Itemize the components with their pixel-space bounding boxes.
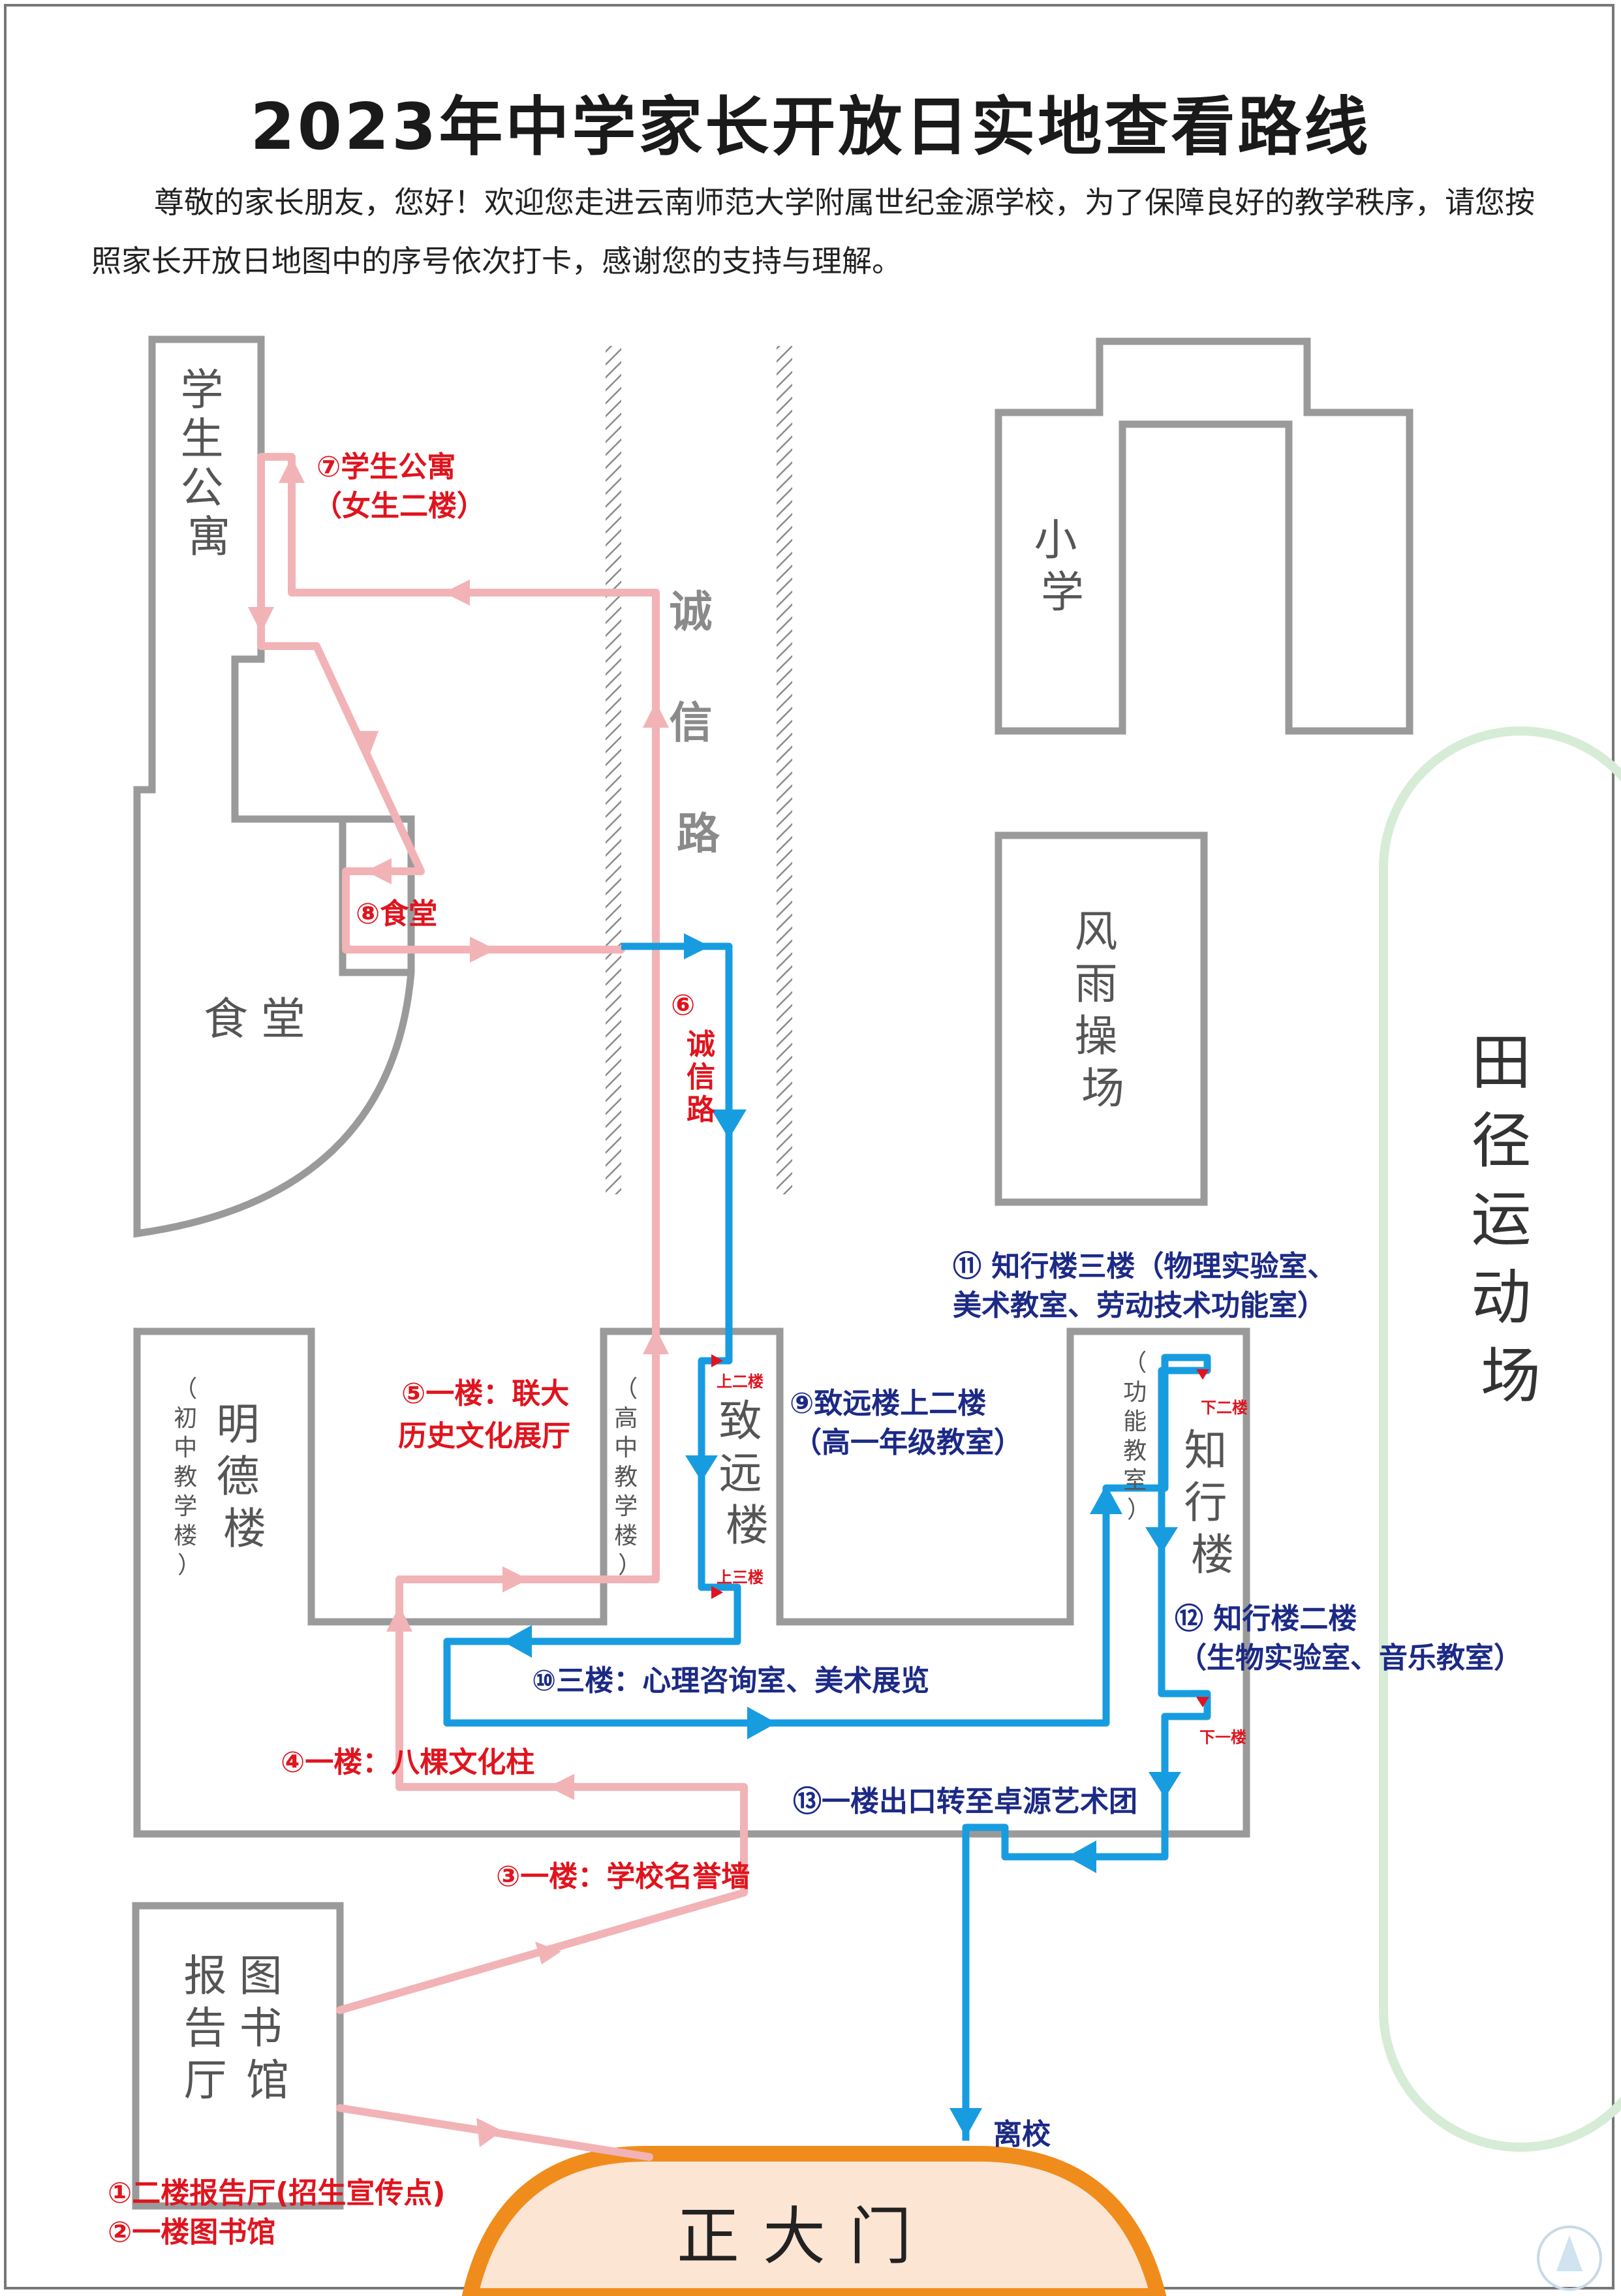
- stop-5-label-line2: 历史文化展厅: [398, 1419, 570, 1453]
- blue-arrow: [1149, 1772, 1181, 1798]
- stop-9-label-line2: （高一年级教室）: [793, 1426, 1023, 1459]
- floor-mark-down1: 下一楼: [1199, 1728, 1246, 1746]
- shelter-gym-building: [995, 831, 1208, 1206]
- pink-arrow: [502, 1566, 529, 1592]
- pink-arrow: [444, 580, 470, 606]
- pink-arrow: [643, 702, 669, 728]
- stop-12-label-line2: （生物实验室、音乐教室）: [1178, 1641, 1522, 1675]
- pink-arrow: [470, 937, 496, 963]
- floor-marker-icon: [711, 1586, 723, 1599]
- sports-field: [1379, 726, 1621, 2152]
- pink-arrow: [352, 731, 378, 757]
- pink-arrow: [365, 858, 392, 884]
- stop-6-label-number: ⑥: [671, 989, 695, 1022]
- dorm-label: 学 生 公 寓: [181, 365, 238, 562]
- stop-11-label-line1: ⑪ 知行楼三楼（物理实验室、: [953, 1250, 1336, 1283]
- road-wall-left: [606, 346, 621, 1194]
- floor-mark-down2: 下二楼: [1201, 1399, 1248, 1417]
- floor-marker-icon: [711, 1354, 723, 1367]
- floor-mark-up3: 上三楼: [717, 1568, 764, 1587]
- zhiyuan-sub-label: （ 高 中 教 学 楼 ）: [614, 1376, 645, 1579]
- mingde-sub-label: （ 初 中 教 学 楼 ）: [174, 1376, 204, 1579]
- sports-field-label: 田 径 运 动 场: [1471, 1028, 1550, 1411]
- zhixing-sub-label: （ 功 能 教 室 ）: [1123, 1350, 1154, 1523]
- canteen-label: 食堂: [204, 994, 318, 1046]
- stop-7-label-line1: ⑦学生公寓: [316, 450, 455, 484]
- library-label: 报 告 厅 图 书 馆: [184, 1951, 296, 2105]
- primary-school-building: [995, 337, 1413, 735]
- floor-marker-icon: [1196, 1369, 1209, 1380]
- pink-arrow: [548, 1774, 574, 1800]
- blue-arrow: [949, 2108, 982, 2137]
- floor-marker-icon: [1196, 1697, 1209, 1707]
- stop-8-label: ⑧食堂: [356, 897, 437, 931]
- page-title: 2023年中学家长开放日实地查看路线: [250, 90, 1371, 164]
- zhiyuan-label: 致 远 楼: [719, 1396, 776, 1551]
- stop-3-label: ③一楼：学校名誉墙: [496, 1860, 750, 1893]
- road-wall-right: [777, 346, 792, 1194]
- pink-route-road-to-dorm: [257, 453, 660, 954]
- stop-13-label: ⑬一楼出口转至卓源艺术团: [793, 1785, 1137, 1818]
- stop-4-label: ④一楼：八棵文化柱: [281, 1746, 534, 1779]
- pink-route-library-to-wall: [336, 1783, 748, 2014]
- blue-route-main: [443, 942, 1211, 2141]
- pink-arrow: [535, 1942, 561, 1964]
- stop-10-label: ⑩三楼：心理咨询室、美术展览: [532, 1664, 929, 1698]
- road-label: 诚 信 路: [670, 586, 728, 859]
- pink-arrow: [643, 1328, 669, 1354]
- pink-arrow: [279, 457, 305, 483]
- blue-arrow: [1090, 1485, 1122, 1514]
- zhixing-label: 知 行 楼: [1184, 1425, 1241, 1580]
- blue-arrow: [1067, 1840, 1096, 1873]
- school-seal-icon: [1537, 2226, 1602, 2291]
- gate-label: 正大门: [677, 2200, 935, 2273]
- blue-arrow: [711, 1109, 747, 1139]
- stop-12-label-line1: ⑫ 知行楼二楼: [1175, 1602, 1357, 1636]
- stop-9-label-line1: ⑨致远楼上二楼: [790, 1387, 986, 1420]
- shelter-gym-label: 风 雨 操 场: [1075, 907, 1132, 1113]
- main-gate: [461, 2146, 1167, 2296]
- stop-7-label-line2: （女生二楼）: [313, 489, 486, 523]
- blue-arrow: [1145, 1527, 1178, 1553]
- blue-arrow: [747, 1707, 777, 1739]
- stop-5-label-line1: ⑤一楼：联大: [401, 1377, 569, 1410]
- stop-2-label: ②一楼图书馆: [108, 2216, 275, 2249]
- library-building: [132, 1902, 344, 2210]
- pink-arrow: [386, 1606, 412, 1632]
- blue-arrow: [685, 1455, 718, 1482]
- floor-mark-up2: 上二楼: [717, 1373, 764, 1391]
- mingde-label: 明 德 楼: [217, 1399, 273, 1554]
- stop-11-label-line2: 美术教室、劳动技术功能室）: [953, 1289, 1326, 1322]
- stop-6-label: 诚 信 路: [687, 1028, 725, 1126]
- stop-1-label: ①二楼报告厅(招生宣传点): [108, 2177, 445, 2210]
- blue-arrow: [684, 933, 710, 959]
- exit-label: 离校: [993, 2118, 1051, 2151]
- pink-arrow: [248, 607, 274, 633]
- pink-arrow: [476, 2118, 502, 2147]
- primary-school-label: 小 学: [1034, 515, 1091, 617]
- blue-arrow: [502, 1625, 532, 1658]
- teaching-complex-building: [133, 1327, 1250, 1838]
- intro-text: 尊敬的家长朋友，您好！欢迎您走进云南师范大学附属世纪金源学校，为了保障良好的教学…: [91, 185, 1535, 279]
